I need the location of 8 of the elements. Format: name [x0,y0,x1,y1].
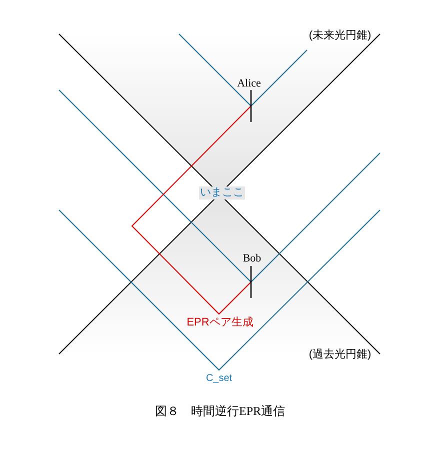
figure-caption: 図８ 時間逆行EPR通信 [155,405,285,417]
event-label: C_set [206,374,232,384]
event-label: EPRペア生成 [186,318,254,328]
cone-label: (過去光円錐) [308,350,372,360]
event-label: Alice [237,78,261,90]
event-label: Bob [242,254,262,264]
cone-label: (未来光円錐) [308,30,372,42]
event-label: いまここ [199,186,245,200]
